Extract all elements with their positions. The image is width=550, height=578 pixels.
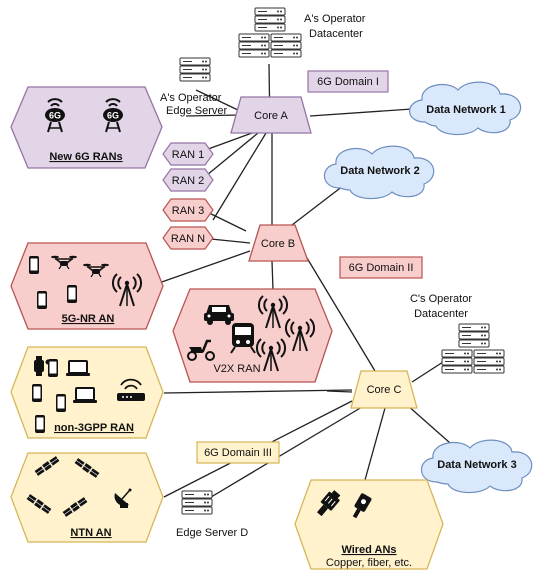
ran-n-label: RAN N (171, 233, 205, 245)
edge-server-d-label: Edge Server D (176, 527, 248, 539)
edge-server-a-label-line1: A's Operator (160, 92, 222, 104)
domain-1-badge: 6G Domain I (307, 70, 389, 93)
edge-server-a-label-line2: Edge Server (166, 105, 227, 117)
v2x-ran: V2X RAN (172, 288, 333, 383)
ntn-an: NTN AN (10, 452, 164, 543)
car-icon (204, 305, 234, 325)
ran-1: RAN 1 (162, 142, 214, 166)
non-3gpp-ran-label: non-3GPP RAN (54, 422, 134, 434)
ran-3-label: RAN 3 (172, 205, 204, 217)
core-a: Core A (230, 96, 312, 134)
5g-nr-an-label: 5G-NR AN (62, 313, 115, 325)
core-c-label: Core C (367, 384, 402, 396)
wired-ans-sublabel: Copper, fiber, etc. (326, 557, 412, 569)
domain-1-label: 6G Domain I (317, 76, 379, 88)
server-rack-icon (458, 323, 490, 348)
router-icon (117, 378, 145, 401)
core-a-label: Core A (254, 110, 288, 122)
5g-nr-an: 5G-NR AN (10, 242, 164, 330)
ran-1-label: RAN 1 (172, 149, 204, 161)
smartphone-icon (35, 415, 45, 433)
ran-n: RAN N (162, 226, 214, 250)
laptop-icon (65, 360, 91, 377)
smartphone-icon (29, 256, 39, 274)
scooter-icon (187, 339, 215, 361)
wired-ans-label: Wired ANs (341, 544, 396, 556)
domain-2-label: 6G Domain II (349, 262, 414, 274)
6g-antenna-icon: 6G (45, 98, 65, 133)
wired-ans: Wired ANs Copper, fiber, etc. (294, 479, 444, 570)
laptop-icon (72, 387, 98, 404)
core-c: Core C (350, 370, 418, 409)
core-b-label: Core B (261, 238, 295, 250)
train-icon (230, 323, 256, 354)
ran-2-label: RAN 2 (172, 175, 204, 187)
smartphone-icon (48, 359, 58, 377)
core-b: Core B (248, 224, 309, 262)
data-network-1-label: Data Network 1 (426, 104, 505, 116)
ethernet-plug-icon (316, 490, 341, 517)
6g-badge-label: 6G (107, 111, 119, 121)
domain-2-badge: 6G Domain II (339, 256, 423, 279)
server-rack-icon (181, 490, 213, 515)
server-rack-icon (441, 349, 473, 374)
data-network-3-label: Data Network 3 (437, 459, 516, 471)
data-network-3-cloud: Data Network 3 (420, 439, 533, 494)
datacenter-a: A's Operator Datacenter (238, 7, 366, 58)
domain-3-badge: 6G Domain III (196, 441, 280, 464)
ran-2: RAN 2 (162, 168, 214, 192)
6g-badge-label: 6G (49, 111, 61, 121)
smartphone-icon (56, 394, 66, 412)
server-rack-icon (270, 33, 302, 58)
ntn-an-label: NTN AN (70, 527, 111, 539)
data-network-1-cloud: Data Network 1 (409, 81, 522, 136)
datacenter-c: C's Operator Datacenter (410, 293, 505, 374)
new-6g-rans: 6G 6G New 6G RANs (10, 86, 163, 169)
datacenter-a-label-line1: A's Operator (304, 13, 366, 25)
server-rack-icon (238, 33, 270, 58)
datacenter-a-label-line2: Datacenter (309, 28, 363, 40)
smartphone-icon (32, 384, 42, 402)
v2x-ran-label: V2X RAN (213, 363, 260, 375)
data-network-2-label: Data Network 2 (340, 165, 419, 177)
edge-server-d: Edge Server D (176, 490, 248, 539)
server-rack-icon (473, 349, 505, 374)
non-3gpp-ran: non-3GPP RAN (10, 346, 164, 439)
ran-3: RAN 3 (162, 198, 214, 222)
new-6g-rans-label: New 6G RANs (49, 151, 122, 163)
datacenter-c-label-line2: Datacenter (414, 308, 468, 320)
datacenter-c-label-line1: C's Operator (410, 293, 472, 305)
smartphone-icon (67, 285, 77, 303)
6g-antenna-icon: 6G (103, 98, 123, 133)
smartphone-icon (37, 291, 47, 309)
server-rack-icon (179, 57, 211, 82)
satellite-dish-icon (114, 488, 132, 508)
data-network-2-cloud: Data Network 2 (323, 145, 435, 200)
edge-server-a: A's Operator Edge Server (160, 57, 227, 117)
domain-3-label: 6G Domain III (204, 447, 272, 459)
fiber-plug-icon (352, 493, 372, 519)
server-rack-icon (254, 7, 286, 32)
